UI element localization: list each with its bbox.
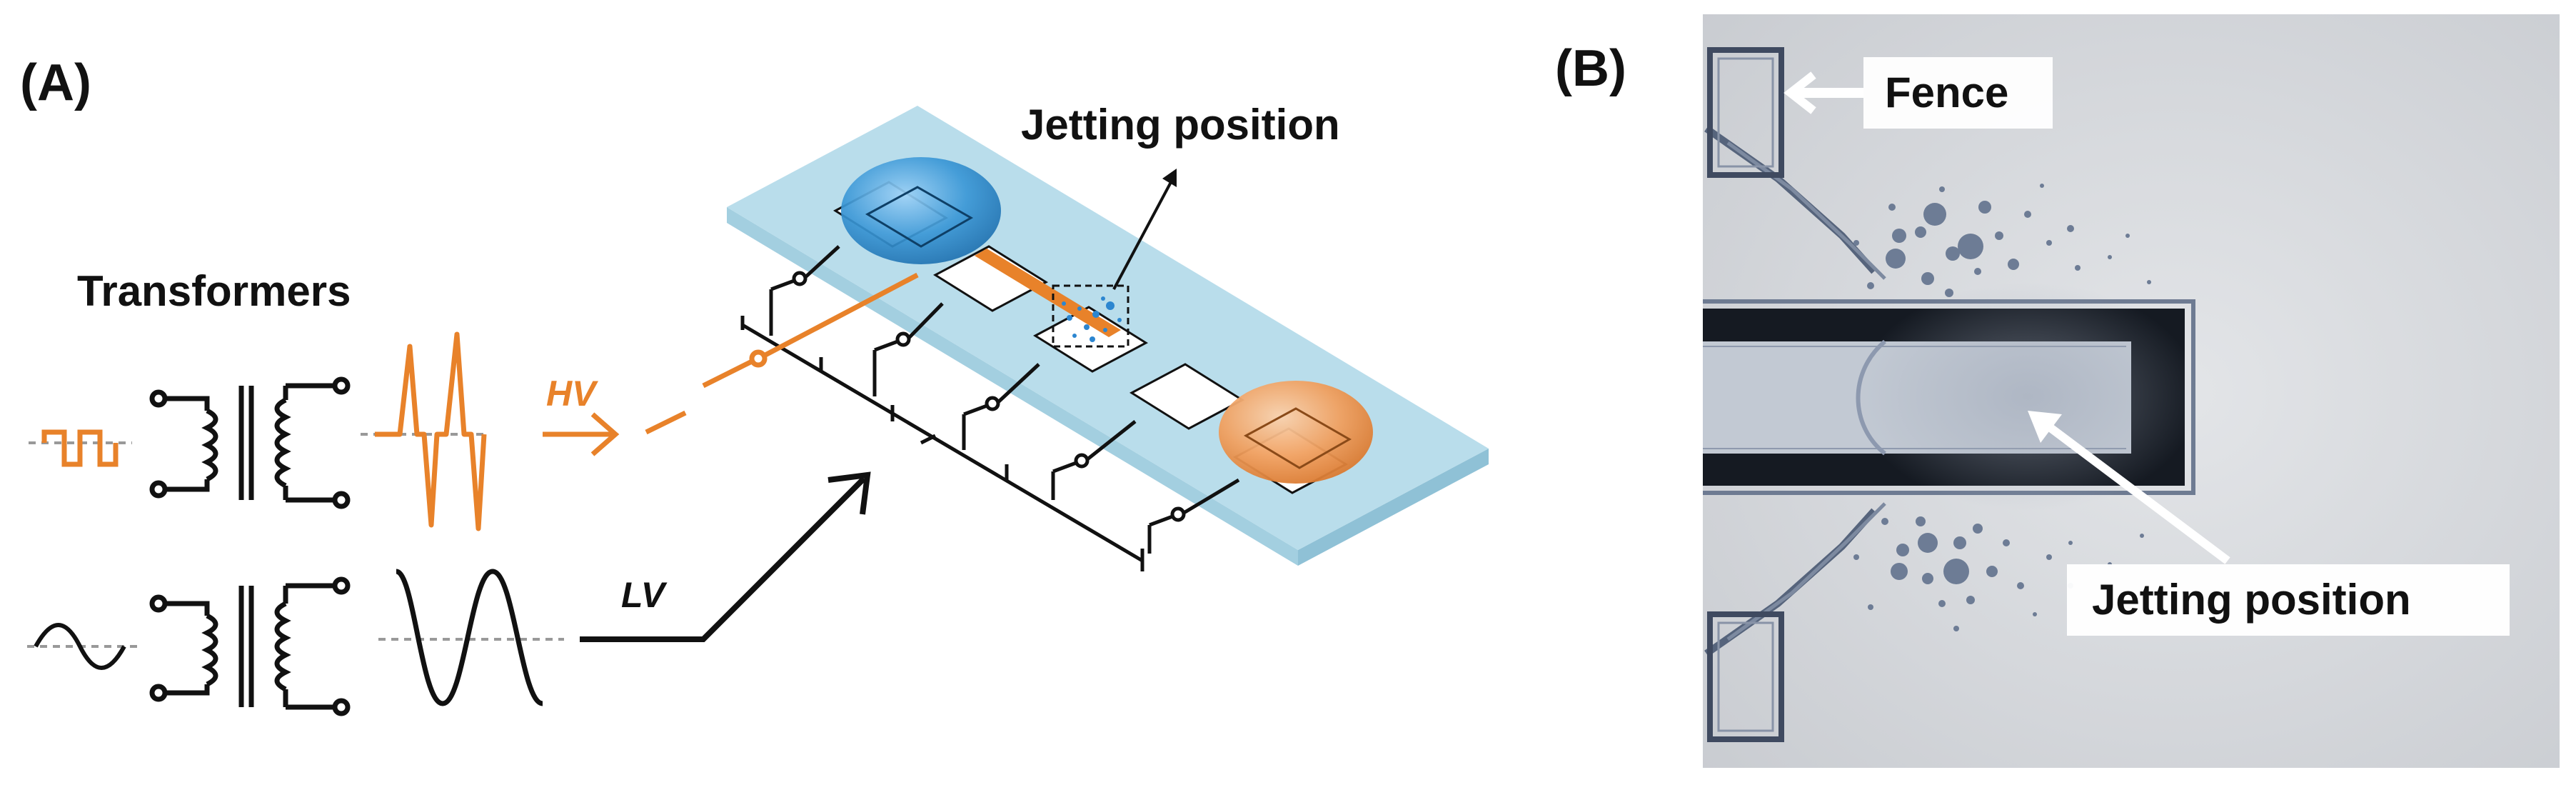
fence-post-top xyxy=(1707,47,1784,178)
fence-post-bottom xyxy=(1707,611,1784,742)
panel-a: (A) Transformers xyxy=(20,54,1489,716)
jetting-arrow-a xyxy=(1112,169,1177,290)
u-electrode xyxy=(1703,282,2199,511)
fence-callout: Fence xyxy=(1783,57,2053,129)
hv-arrow xyxy=(543,412,620,456)
square-wave-input xyxy=(29,429,132,467)
panel-a-label: (A) xyxy=(20,54,91,111)
jetting-label-b: Jetting position xyxy=(2092,576,2411,624)
device xyxy=(645,106,1489,571)
panel-b: (B) xyxy=(1555,14,2560,768)
jetting-label-a: Jetting position xyxy=(1021,101,1340,149)
transformer-lower xyxy=(149,576,351,716)
jetting-box xyxy=(1052,284,1129,348)
orange-droplet xyxy=(1219,381,1373,484)
fence-label: Fence xyxy=(1885,69,2008,116)
transformer-upper xyxy=(149,376,351,509)
jetting-callout-b: Jetting position xyxy=(2028,411,2510,636)
micrograph: Fence Jetting position xyxy=(1703,14,2560,768)
hv-pulse-output xyxy=(361,331,487,531)
substrate-side xyxy=(1298,449,1489,566)
lv-label: LV xyxy=(621,575,668,615)
panel-b-label: (B) xyxy=(1555,40,1626,97)
sine-wave-input xyxy=(27,623,143,670)
transformers-label: Transformers xyxy=(77,267,351,315)
lv-sine-output xyxy=(378,569,564,706)
switch-network xyxy=(740,245,1240,571)
hv-electrode-strip xyxy=(975,249,1121,337)
hv-switch xyxy=(645,272,919,435)
lv-arrow xyxy=(580,471,871,642)
blue-droplet xyxy=(841,157,1001,264)
satellite-droplets xyxy=(1853,184,2151,631)
hv-label: HV xyxy=(546,374,598,414)
